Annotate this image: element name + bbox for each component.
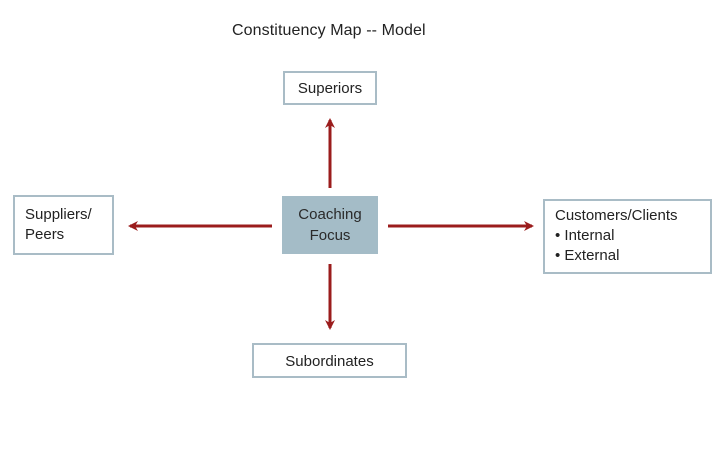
node-subordinates-label: Subordinates xyxy=(285,353,374,370)
node-customers-label-line1: Customers/Clients xyxy=(555,207,678,224)
node-subordinates: Subordinates xyxy=(252,343,407,378)
node-suppliers-label-line1: Suppliers/ xyxy=(25,206,92,223)
center-label-line2: Focus xyxy=(309,227,351,244)
center-label-line1: Coaching xyxy=(298,206,362,223)
node-customers-label-line3: • External xyxy=(555,247,620,264)
node-suppliers-peers: Suppliers/ Peers xyxy=(13,195,114,255)
node-customers-label-line2: • Internal xyxy=(555,227,615,244)
node-superiors: Superiors xyxy=(283,71,377,105)
diagram-title: Constituency Map -- Model xyxy=(232,22,426,39)
node-superiors-label: Superiors xyxy=(297,80,363,97)
node-suppliers-label-line2: Peers xyxy=(25,226,65,243)
node-coaching-focus: Coaching Focus xyxy=(282,196,378,254)
node-customers-clients: Customers/Clients • Internal • External xyxy=(543,199,712,274)
